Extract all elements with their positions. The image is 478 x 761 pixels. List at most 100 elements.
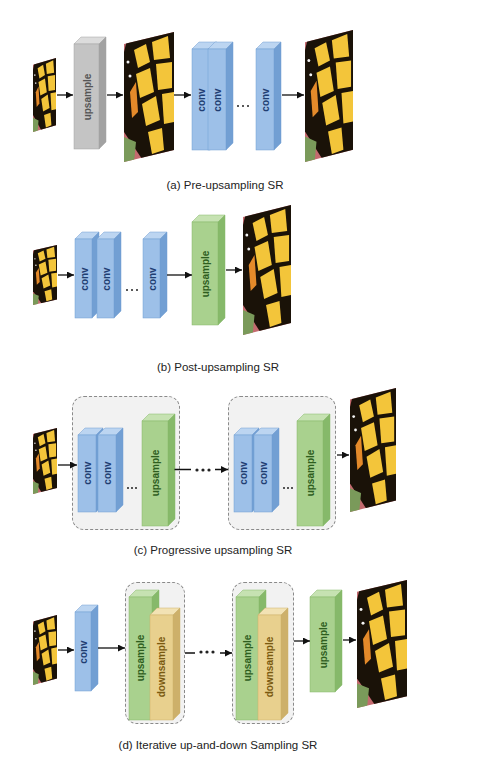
hr-image: [243, 205, 291, 335]
stage-group: conv conv upsample: [72, 396, 180, 530]
conv-block: conv: [256, 42, 281, 150]
flow-arrow: [282, 94, 304, 95]
block-front: [254, 435, 272, 512]
conv-block: conv: [75, 232, 99, 318]
layer-name: upsample: [242, 635, 253, 682]
sub-caption: (b) Post-upsampling SR: [157, 361, 279, 373]
stage-group: convconvupsample: [228, 396, 336, 530]
lr-image: [33, 615, 57, 685]
layer-name: upsample: [149, 450, 160, 497]
flow-arrow: [343, 639, 356, 640]
dot: [211, 650, 214, 653]
block-side: [173, 608, 180, 720]
sub-caption: (c) Progressive upsampling SR: [134, 544, 293, 556]
layer-name: conv: [146, 267, 157, 290]
block-side: [274, 42, 281, 150]
block-front: [192, 222, 218, 325]
upsample-block: upsample: [310, 590, 342, 692]
dot: [287, 487, 289, 489]
stage-group: upsample downsample: [232, 582, 294, 724]
image-arrows: [57, 95, 356, 650]
block-side: [160, 232, 167, 318]
flow-arrow: [337, 454, 349, 455]
downsample-block: downsample: [150, 608, 180, 720]
flow-arrow: [226, 269, 242, 270]
dot: [283, 487, 285, 489]
block-front: [256, 49, 274, 150]
block-front: [236, 597, 259, 720]
block-front: [150, 615, 173, 720]
conv-block: conv: [143, 232, 167, 318]
layer-name: conv: [100, 267, 111, 290]
layer-name: conv: [196, 88, 207, 111]
block-side: [272, 428, 279, 512]
upsample-block: upsample: [142, 414, 175, 526]
block-side: [226, 42, 233, 150]
dot: [201, 468, 204, 471]
block-front: [142, 421, 168, 526]
dot: [205, 650, 208, 653]
block-front: [75, 612, 91, 691]
block-front: [78, 435, 96, 512]
block-side: [116, 428, 123, 512]
layer-name: conv: [212, 88, 223, 111]
upsample-block: upsample: [74, 37, 106, 149]
sub-caption: (d) Iterative up-and-down Sampling SR: [119, 739, 318, 751]
dot: [247, 105, 249, 107]
hr-image: [124, 32, 174, 162]
flow-arrow: [58, 464, 77, 465]
flow-arrow: [58, 649, 74, 650]
block-front: [310, 597, 335, 692]
layer-name: downsample: [264, 637, 275, 698]
dot: [199, 650, 202, 653]
block-front: [258, 615, 281, 720]
dot: [207, 468, 210, 471]
hr-image: [357, 580, 407, 708]
block-side: [114, 232, 121, 318]
layer-name: conv: [101, 461, 112, 484]
block-front: [97, 239, 114, 318]
conv-block: conv: [97, 232, 121, 318]
stage-group: upsample downsample: [125, 582, 185, 724]
block-front: [129, 597, 152, 720]
layer-name: conv: [260, 88, 271, 111]
block-front: [208, 49, 226, 150]
dot: [131, 289, 133, 291]
dot: [291, 487, 293, 489]
flow-arrow: [107, 94, 123, 95]
block-front: [143, 239, 160, 318]
block-front: [98, 435, 116, 512]
block-side: [281, 608, 288, 720]
flow-arrow: [167, 274, 192, 275]
dot: [131, 487, 133, 489]
block-side: [99, 37, 106, 149]
lr-image: [33, 245, 57, 305]
conv-block: conv: [98, 428, 123, 512]
flow-arrow: [174, 94, 191, 95]
dot: [237, 105, 239, 107]
layer-name: upsample: [81, 73, 92, 120]
downsample-block: downsample: [258, 608, 288, 720]
dot: [195, 468, 198, 471]
block-front: [75, 239, 92, 318]
hr-image: [350, 388, 396, 512]
ellipsis-dots: [126, 105, 293, 654]
flow-arrow: [58, 274, 74, 275]
layer-name: downsample: [156, 637, 167, 698]
conv-block: conv: [254, 428, 279, 512]
flow-arrow: [294, 640, 310, 641]
dot: [136, 289, 138, 291]
dot: [242, 105, 244, 107]
layer-name: conv: [81, 461, 92, 484]
flow-arrow: [98, 647, 125, 648]
layer-name: upsample: [135, 635, 146, 682]
flow-arrow: [175, 469, 229, 470]
layer-name: upsample: [200, 250, 211, 297]
conv-block: conv: [208, 42, 233, 150]
layer-name: upsample: [317, 621, 328, 668]
block-side: [91, 605, 98, 691]
upsample-block: upsample: [297, 414, 330, 526]
sub-caption: (a) Pre-upsampling SR: [167, 179, 284, 191]
